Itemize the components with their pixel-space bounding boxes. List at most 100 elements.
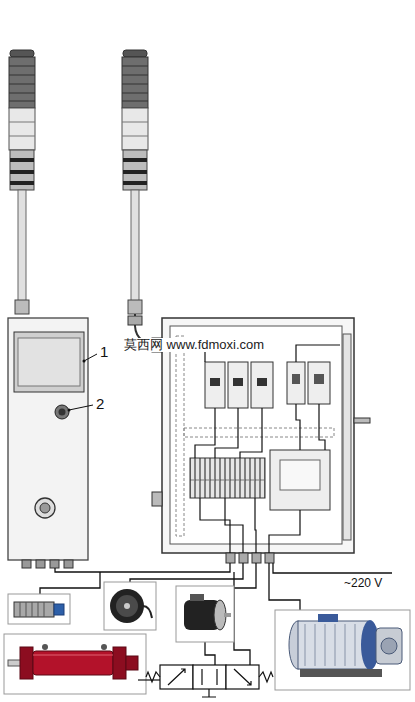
pump-motor — [376, 628, 402, 664]
pump-motor — [355, 624, 356, 666]
operator-panel — [50, 560, 59, 568]
pump-motor — [315, 624, 316, 666]
leader-line — [68, 354, 98, 412]
hydraulic-cylinder — [33, 655, 113, 656]
operator-panel — [55, 405, 69, 419]
internal-wiring — [296, 404, 300, 450]
leader-line — [69, 405, 93, 410]
pump-motor — [318, 614, 338, 622]
valve-symbol — [202, 669, 217, 685]
operator-panel — [14, 332, 84, 392]
servo-motor — [176, 586, 234, 642]
signal-tower — [122, 50, 148, 314]
control-cabinet — [176, 336, 184, 536]
control-cabinet — [190, 458, 265, 498]
valve-symbol — [226, 665, 259, 689]
control-cabinet — [287, 362, 305, 404]
control-cabinet — [251, 362, 273, 408]
pump-motor — [298, 621, 368, 669]
hydraulic-cylinder — [42, 644, 48, 650]
pump-motor — [305, 624, 306, 666]
control-cabinet — [239, 553, 248, 563]
proximity-sensor — [38, 602, 39, 617]
leader-line — [68, 409, 71, 412]
field-wiring — [40, 572, 100, 596]
valve-symbol — [202, 689, 216, 697]
internal-wiring — [215, 408, 238, 458]
operator-panel — [40, 503, 50, 513]
signal-tower — [9, 50, 35, 314]
servo-motor — [176, 586, 234, 642]
control-cabinet — [205, 362, 225, 408]
pump-motor — [381, 638, 397, 654]
valve-symbol — [259, 672, 273, 682]
hydraulic-cylinder — [4, 634, 146, 694]
valve-symbol — [168, 669, 185, 685]
operator-panel — [35, 498, 55, 518]
control-cabinet — [162, 318, 354, 553]
pump-motor — [325, 624, 326, 666]
operator-panel — [8, 318, 88, 568]
valve-symbol — [193, 665, 226, 689]
control-cabinet — [292, 374, 300, 384]
valve-symbol — [160, 665, 193, 689]
proximity-sensor — [8, 594, 70, 624]
internal-wiring — [195, 408, 215, 458]
control-cabinet — [343, 334, 351, 540]
rotary-encoder — [110, 589, 144, 623]
rotary-encoder — [124, 603, 130, 609]
rotary-encoder — [143, 606, 152, 618]
control-cabinet — [184, 428, 334, 437]
proximity-sensor — [44, 602, 45, 617]
internal-wiring — [319, 404, 325, 450]
field-wiring — [205, 563, 256, 588]
control-cabinet — [233, 378, 243, 386]
field-wiring — [234, 572, 250, 665]
control-cabinet — [354, 418, 370, 423]
internal-wiring — [184, 345, 340, 553]
operator-panel — [22, 560, 31, 568]
field-wiring — [130, 563, 243, 584]
signal-tower — [122, 50, 148, 314]
pump-motor — [275, 610, 410, 690]
callout-number: 2 — [96, 396, 104, 413]
valve-symbol — [138, 665, 273, 697]
pump-motor — [335, 624, 336, 666]
control-cabinet — [128, 316, 142, 325]
field-wiring — [55, 563, 230, 572]
proximity-sensor — [26, 602, 27, 617]
internal-wiring — [296, 345, 340, 362]
watermark: 莫西网 www.fdmoxi.com — [122, 338, 266, 352]
valve-symbol — [146, 672, 160, 682]
operator-panel — [59, 409, 66, 416]
proximity-sensor — [14, 602, 54, 617]
hydraulic-cylinder — [20, 647, 33, 679]
internal-wiring — [225, 498, 243, 553]
operator-panel — [36, 560, 45, 568]
hydraulic-cylinder — [101, 644, 107, 650]
leader-line — [83, 360, 86, 363]
field-wiring — [205, 642, 215, 665]
leader-line — [84, 354, 97, 361]
pump-motor — [345, 624, 346, 666]
control-cabinet — [170, 326, 342, 544]
control-cabinet — [228, 362, 248, 408]
proximity-sensor — [54, 604, 64, 615]
voltage-label: ~220 V — [344, 577, 382, 590]
rotary-encoder — [116, 595, 138, 617]
control-cabinet — [252, 553, 261, 563]
operator-panel — [18, 338, 80, 386]
operator-panel — [8, 318, 88, 560]
pump-motor — [300, 669, 382, 677]
pump-motor — [275, 610, 410, 690]
internal-wiring — [255, 498, 256, 553]
proximity-sensor — [20, 602, 21, 617]
operator-panel — [64, 560, 73, 568]
callout-number: 1 — [100, 344, 108, 361]
rotary-encoder — [104, 582, 156, 630]
control-cabinet — [265, 553, 274, 563]
hydraulic-cylinder — [126, 656, 138, 670]
rotary-encoder — [104, 582, 156, 630]
control-cabinet — [308, 362, 330, 404]
